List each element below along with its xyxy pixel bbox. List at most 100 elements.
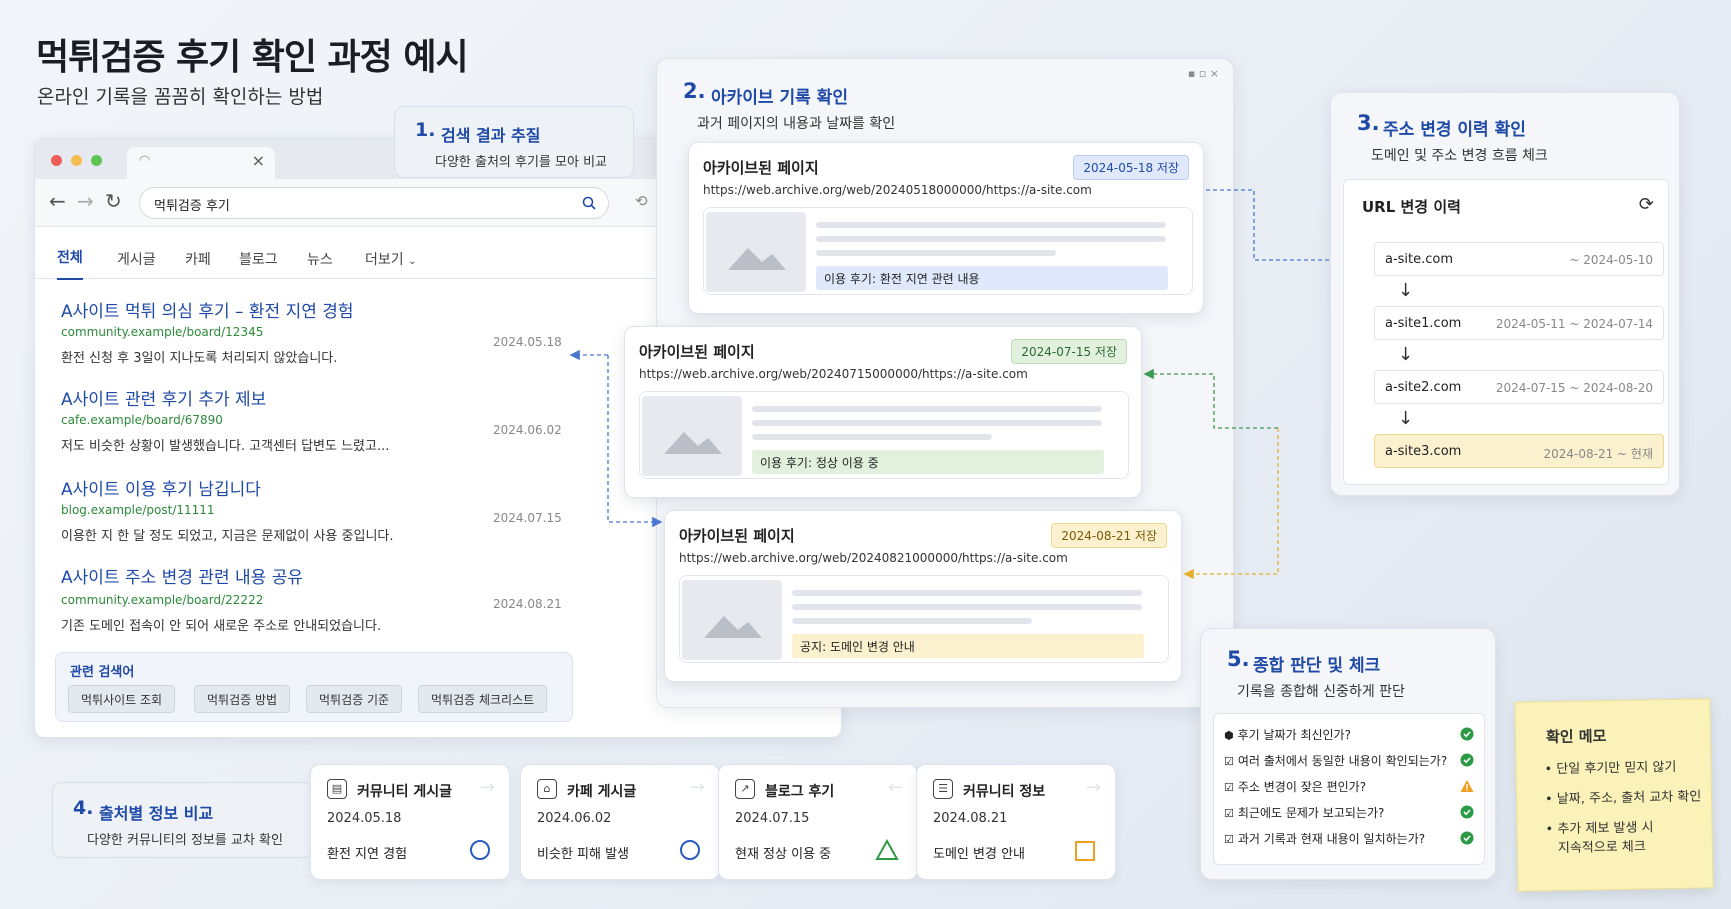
result-desc: 환전 신청 후 3일이 지나도록 처리되지 않았습니다.	[61, 351, 338, 366]
circle-mark-icon	[680, 840, 700, 860]
reload-icon[interactable]: ↻	[105, 189, 122, 213]
memo-item: • 단일 후기만 믿지 않기	[1544, 759, 1677, 778]
source-card-cafe[interactable]: ⌂ 카페 게시글 → 2024.06.02 비슷한 피해 발생	[520, 764, 720, 880]
step1-desc: 다양한 출처의 후기를 모아 비교	[435, 155, 608, 170]
chevron-down-icon: ⌄	[408, 256, 417, 267]
step4-label: 4. 출처별 정보 비교 다양한 커뮤니티의 정보를 교차 확인	[52, 782, 314, 858]
triangle-mark-icon	[875, 839, 899, 860]
result-url[interactable]: cafe.example/board/67890	[61, 413, 223, 427]
window-controls-icon[interactable]: ▪ ▫ ×	[1187, 67, 1219, 80]
final-judgement-panel: 5. 종합 판단 및 체크 기록을 종합해 신중하게 판단 ⬢후기 날짜가 최신…	[1200, 628, 1496, 880]
search-icon[interactable]	[582, 196, 596, 210]
tab-cafe[interactable]: 카페	[185, 252, 211, 268]
checkbox-icon: ☑	[1224, 807, 1234, 820]
source-desc: 비슷한 피해 발생	[537, 847, 629, 862]
related-chip[interactable]: 먹튀검증 체크리스트	[418, 685, 548, 713]
related-chip[interactable]: 먹튀사이트 조회	[68, 685, 176, 713]
archive-preview: 공지: 도메인 변경 안내	[679, 575, 1169, 663]
result-title[interactable]: A사이트 관련 후기 추가 제보	[61, 390, 267, 410]
page-title: 먹튀검증 후기 확인 과정 예시	[36, 37, 469, 78]
page-subtitle: 온라인 기록을 꼼꼼히 확인하는 방법	[37, 86, 324, 108]
archive-url[interactable]: https://web.archive.org/web/202407150000…	[639, 367, 1028, 381]
source-card-blog[interactable]: ↗ 블로그 후기 ← 2024.07.15 현재 정상 이용 중	[718, 764, 918, 880]
arrow-left-icon: ←	[887, 777, 903, 798]
archive-preview: 이용 후기: 환전 지연 관련 내용	[703, 207, 1193, 295]
sticky-memo: 확인 메모 • 단일 후기만 믿지 않기 • 날짜, 주소, 출처 교차 확인 …	[1514, 698, 1714, 892]
result-desc: 기존 도메인 접속이 안 되어 새로운 주소로 안내되었습니다.	[61, 619, 382, 634]
back-arrow-icon[interactable]: ←	[49, 189, 66, 213]
archive-date-badge: 2024-07-15 저장	[1011, 339, 1127, 364]
tab-news[interactable]: 뉴스	[307, 252, 333, 268]
source-date: 2024.06.02	[537, 811, 612, 826]
related-searches-label: 관련 검색어	[70, 665, 135, 680]
source-card-info[interactable]: ☰ 커뮤니티 정보 → 2024.08.21 도메인 변경 안내	[916, 764, 1116, 880]
url-history-item: a-site2.com 2024-07-15 ~ 2024-08-20	[1374, 370, 1664, 404]
result-title[interactable]: A사이트 먹튀 의심 후기 – 환전 지연 경험	[61, 302, 354, 322]
archive-card[interactable]: 아카이브된 페이지 2024-08-21 저장 https://web.arch…	[664, 510, 1182, 682]
step4-desc: 다양한 커뮤니티의 정보를 교차 확인	[87, 833, 283, 848]
arrow-down-icon: ↓	[1398, 408, 1414, 429]
source-desc: 도메인 변경 안내	[933, 847, 1025, 862]
close-dot-icon[interactable]	[51, 155, 62, 166]
memo-title: 확인 메모	[1545, 727, 1607, 747]
result-url[interactable]: blog.example/post/11111	[61, 503, 215, 517]
refresh-icon[interactable]: ⟳	[1638, 194, 1654, 215]
source-title: 카페 게시글	[567, 784, 637, 800]
url-history-box: URL 변경 이력 ⟳ a-site.com ~ 2024-05-10 ↓ a-…	[1343, 179, 1669, 485]
search-tabs: 전체 게시글 카페 블로그 뉴스 더보기 ⌄	[35, 235, 841, 280]
result-date: 2024.06.02	[493, 423, 562, 437]
archive-card[interactable]: 아카이브된 페이지 2024-07-15 저장 https://web.arch…	[624, 326, 1142, 498]
source-title: 블로그 후기	[765, 784, 835, 800]
result-desc: 저도 비슷한 상황이 발생했습니다. 고객센터 답변도 느렸고...	[61, 439, 390, 454]
history-icon[interactable]: ⟲	[635, 192, 648, 210]
archive-card[interactable]: 아카이브된 페이지 2024-05-18 저장 https://web.arch…	[688, 142, 1204, 314]
archive-note: 이용 후기: 정상 이용 중	[752, 450, 1104, 474]
image-placeholder-icon	[682, 580, 782, 660]
checklist-item-text: 후기 날짜가 최신인가?	[1237, 728, 1351, 742]
search-input-value: 먹튀검증 후기	[154, 199, 230, 214]
circle-mark-icon	[470, 840, 490, 860]
memo-item: • 추가 제보 발생 시	[1545, 820, 1654, 838]
source-date: 2024.05.18	[327, 811, 402, 826]
tab-close-icon[interactable]: ×	[251, 151, 265, 170]
source-card-community[interactable]: ▤ 커뮤니티 게시글 → 2024.05.18 환전 지연 경험	[310, 764, 510, 880]
archive-note: 공지: 도메인 변경 안내	[792, 634, 1144, 658]
result-title[interactable]: A사이트 주소 변경 관련 내용 공유	[61, 568, 303, 588]
result-desc: 이용한 지 한 달 정도 되었고, 지금은 문제없이 사용 중입니다.	[61, 529, 394, 544]
list-icon: ☰	[933, 779, 953, 799]
related-chip[interactable]: 먹튀검증 기준	[306, 685, 403, 713]
result-title[interactable]: A사이트 이용 후기 남깁니다	[61, 480, 261, 500]
step1-label: 1. 검색 결과 추질 다양한 출처의 후기를 모아 비교	[394, 106, 634, 178]
source-desc: 현재 정상 이용 중	[735, 847, 832, 862]
checklist-item-text: 여러 출처에서 동일한 내용이 확인되는가?	[1237, 754, 1448, 768]
arrow-right-icon: →	[1085, 777, 1101, 798]
step3-desc: 도메인 및 주소 변경 흐름 체크	[1371, 148, 1548, 164]
browser-tab[interactable]: ◠ ×	[127, 147, 275, 179]
search-input[interactable]: 먹튀검증 후기	[139, 187, 609, 219]
archive-url[interactable]: https://web.archive.org/web/202405180000…	[703, 183, 1092, 197]
minimize-dot-icon[interactable]	[71, 155, 82, 166]
tab-all[interactable]: 전체	[57, 247, 83, 280]
url-history-title: URL 변경 이력	[1362, 198, 1461, 216]
tab-more[interactable]: 더보기 ⌄	[365, 249, 416, 269]
result-url[interactable]: community.example/board/12345	[61, 325, 264, 339]
source-title: 커뮤니티 게시글	[357, 784, 453, 800]
maximize-dot-icon[interactable]	[91, 155, 102, 166]
url-domain: a-site1.com	[1385, 316, 1462, 331]
step4-title: 출처별 정보 비교	[99, 804, 214, 823]
forward-arrow-icon[interactable]: →	[77, 189, 94, 213]
tab-posts[interactable]: 게시글	[117, 252, 156, 268]
warning-icon	[1460, 780, 1474, 792]
checklist-item: ☑과거 기록과 현재 내용이 일치하는가?	[1224, 830, 1425, 847]
checkbox-icon: ☑	[1224, 833, 1234, 846]
result-date: 2024.07.15	[493, 511, 562, 525]
tab-blog[interactable]: 블로그	[239, 252, 278, 268]
result-url[interactable]: community.example/board/22222	[61, 593, 264, 607]
checklist-item: ☑주소 변경이 잦은 편인가?	[1224, 778, 1366, 795]
related-chip[interactable]: 먹튀검증 방법	[194, 685, 291, 713]
tab-more-label: 더보기	[365, 252, 404, 268]
check-ok-icon	[1460, 831, 1474, 845]
archive-url[interactable]: https://web.archive.org/web/202408210000…	[679, 551, 1068, 565]
url-history-item: a-site1.com 2024-05-11 ~ 2024-07-14	[1374, 306, 1664, 340]
